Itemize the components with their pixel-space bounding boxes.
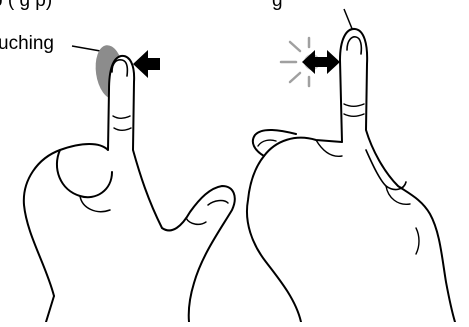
left-hand bbox=[24, 56, 235, 322]
arrow-pointing-to-fingertip-icon bbox=[133, 50, 160, 78]
top-left-label: p ( g p) bbox=[0, 0, 52, 10]
top-right-label: g bbox=[272, 0, 283, 10]
double-headed-arrow-icon bbox=[302, 50, 340, 74]
right-hand bbox=[247, 29, 455, 322]
touching-label: uching bbox=[0, 34, 54, 53]
